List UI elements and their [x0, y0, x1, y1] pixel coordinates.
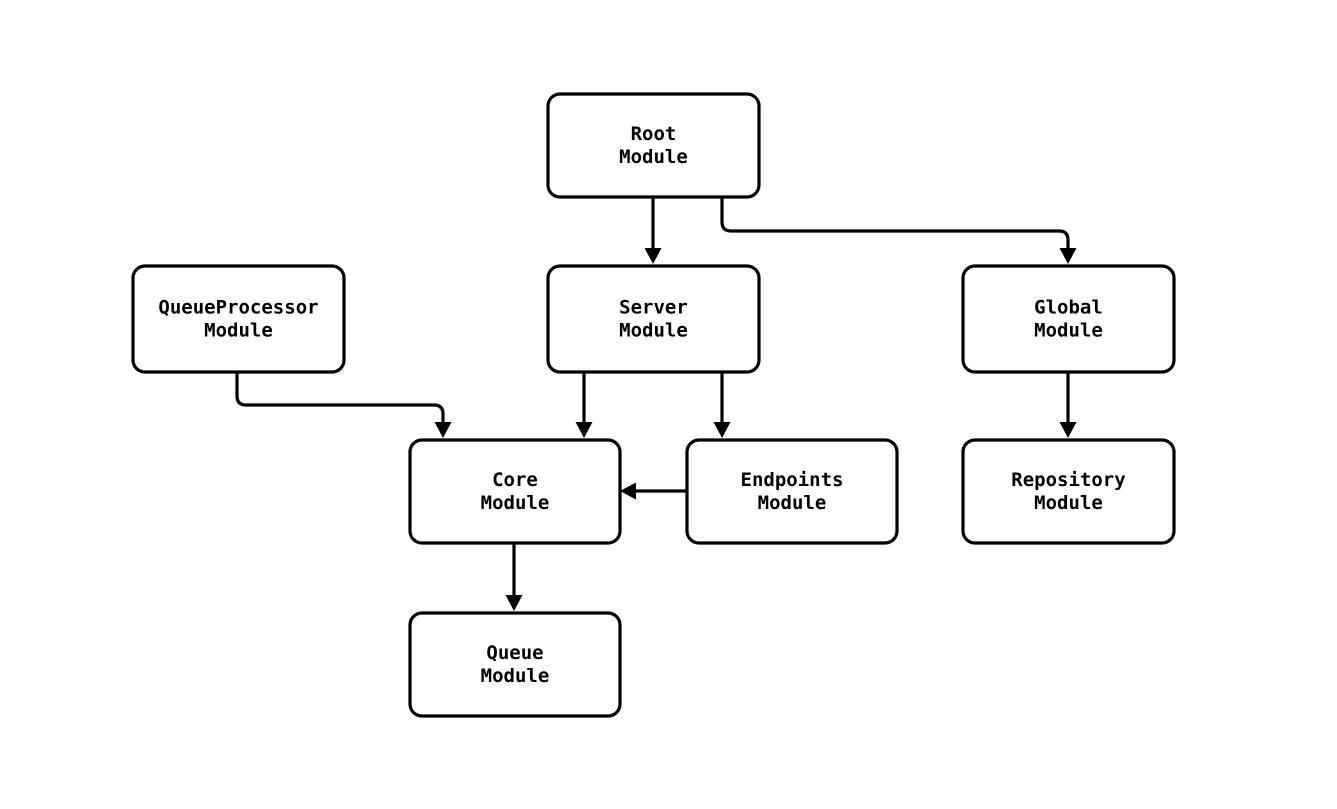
core-module-node-label-line2: Module: [481, 492, 550, 514]
edge-core-to-queue: [505, 543, 523, 611]
queue-module-node-label-line2: Module: [481, 665, 550, 687]
queueprocessor-module-node-label-line1: QueueProcessor: [158, 297, 318, 319]
edge-root-to-global-line: [720, 197, 1070, 255]
edge-root-to-global: [720, 197, 1077, 264]
server-module-node-box[interactable]: [546, 264, 761, 374]
edge-endpoints-to-core-arrowhead-icon: [620, 482, 636, 500]
edge-root-to-server: [644, 197, 662, 264]
edge-endpoints-to-core: [620, 482, 687, 500]
edge-core-to-queue-arrowhead-icon: [505, 595, 523, 611]
global-module-node-label-line1: Global: [1034, 297, 1103, 319]
global-module-node-label-line2: Module: [1034, 320, 1103, 342]
edge-global-to-repository: [1059, 372, 1077, 438]
edge-root-to-global-arrowhead-icon: [1059, 248, 1077, 264]
core-module-node-box[interactable]: [408, 438, 622, 545]
edge-server-to-endpoints-arrowhead-icon: [713, 422, 731, 438]
server-module-node-label-line1: Server: [619, 297, 688, 319]
edge-root-to-server-arrowhead-icon: [644, 248, 662, 264]
queue-module-node-label-line1: Queue: [486, 642, 543, 664]
endpoints-module-node-label-line2: Module: [758, 492, 827, 514]
edge-queueprocessor-to-core: [235, 372, 452, 438]
repository-module-node-label-line1: Repository: [1011, 469, 1125, 491]
global-module-node-box[interactable]: [961, 264, 1176, 374]
edge-server-to-core-arrowhead-icon: [575, 422, 593, 438]
queueprocessor-module-node-box[interactable]: [131, 264, 346, 374]
edge-server-to-core: [575, 372, 593, 438]
edge-global-to-repository-arrowhead-icon: [1059, 422, 1077, 438]
endpoints-module-node-label-line1: Endpoints: [741, 469, 844, 491]
queueprocessor-module-node-label-line2: Module: [204, 320, 273, 342]
edge-server-to-endpoints: [713, 372, 731, 438]
queue-module-node-box[interactable]: [408, 611, 622, 718]
repository-module-node-box[interactable]: [961, 438, 1176, 545]
edge-queueprocessor-to-core-line: [235, 372, 445, 430]
core-module-node-label-line1: Core: [492, 469, 538, 491]
endpoints-module-node-box[interactable]: [685, 438, 899, 545]
root-module-node-label-line2: Module: [619, 146, 688, 168]
repository-module-node-label-line2: Module: [1034, 492, 1103, 514]
root-module-node-label-line1: Root: [631, 123, 677, 145]
edge-queueprocessor-to-core-arrowhead-icon: [434, 422, 452, 438]
nodes-layer: RootModuleQueueProcessorModuleServerModu…: [131, 92, 1176, 718]
root-module-node-box[interactable]: [546, 92, 761, 199]
server-module-node-label-line2: Module: [619, 320, 688, 342]
edges-layer: [235, 197, 1077, 611]
